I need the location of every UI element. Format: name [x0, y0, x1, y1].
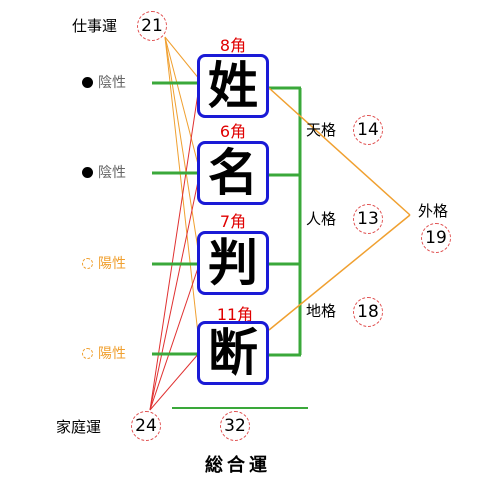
- char-3: 判: [208, 233, 258, 292]
- gaikaku-value: 19: [421, 223, 451, 253]
- polarity-2: 陰性: [82, 165, 144, 181]
- char-2: 名: [208, 143, 258, 202]
- char-box-4: 断: [197, 321, 269, 385]
- polarity-1: 陰性: [82, 75, 144, 91]
- polarity-4: 陽性: [82, 346, 144, 362]
- work-fortune-label: 仕事運: [72, 17, 118, 35]
- jinkaku-label: 人格: [306, 210, 337, 228]
- polarity-3-label: 陽性: [98, 256, 126, 272]
- stroke-count-1: 8角: [219, 36, 247, 55]
- gaikaku-lines: [268, 87, 411, 331]
- family-fortune-label: 家庭運: [56, 418, 102, 436]
- char-4: 断: [208, 323, 258, 382]
- polarity-lines: [152, 81, 197, 356]
- char-box-1: 姓: [197, 54, 269, 118]
- stroke-count-3: 7角: [219, 212, 247, 231]
- char-1: 姓: [208, 56, 258, 115]
- stroke-count-2: 6角: [219, 122, 247, 141]
- yang-dot-icon: [82, 348, 93, 359]
- chikaku-label: 地格: [306, 302, 337, 320]
- yin-dot-icon: [82, 167, 93, 178]
- sokaku-label: 総合運: [205, 455, 271, 476]
- work-fortune-value: 21: [137, 11, 167, 41]
- yang-dot-icon: [82, 258, 93, 269]
- polarity-2-label: 陰性: [98, 165, 126, 181]
- family-fortune-value: 24: [131, 411, 161, 441]
- yin-dot-icon: [82, 77, 93, 88]
- gaikaku-label: 外格: [418, 202, 449, 220]
- polarity-4-label: 陽性: [98, 346, 126, 362]
- polarity-3: 陽性: [82, 256, 144, 272]
- char-box-3: 判: [197, 231, 269, 295]
- bracket-lines: [269, 86, 302, 357]
- sokaku-value: 32: [220, 411, 250, 441]
- stroke-count-4: 11角: [216, 305, 254, 324]
- chikaku-value: 18: [353, 297, 383, 327]
- polarity-1-label: 陰性: [98, 75, 126, 91]
- jinkaku-value: 13: [353, 204, 383, 234]
- tenkaku-label: 天格: [306, 121, 337, 139]
- tenkaku-value: 14: [353, 115, 383, 145]
- char-box-2: 名: [197, 141, 269, 205]
